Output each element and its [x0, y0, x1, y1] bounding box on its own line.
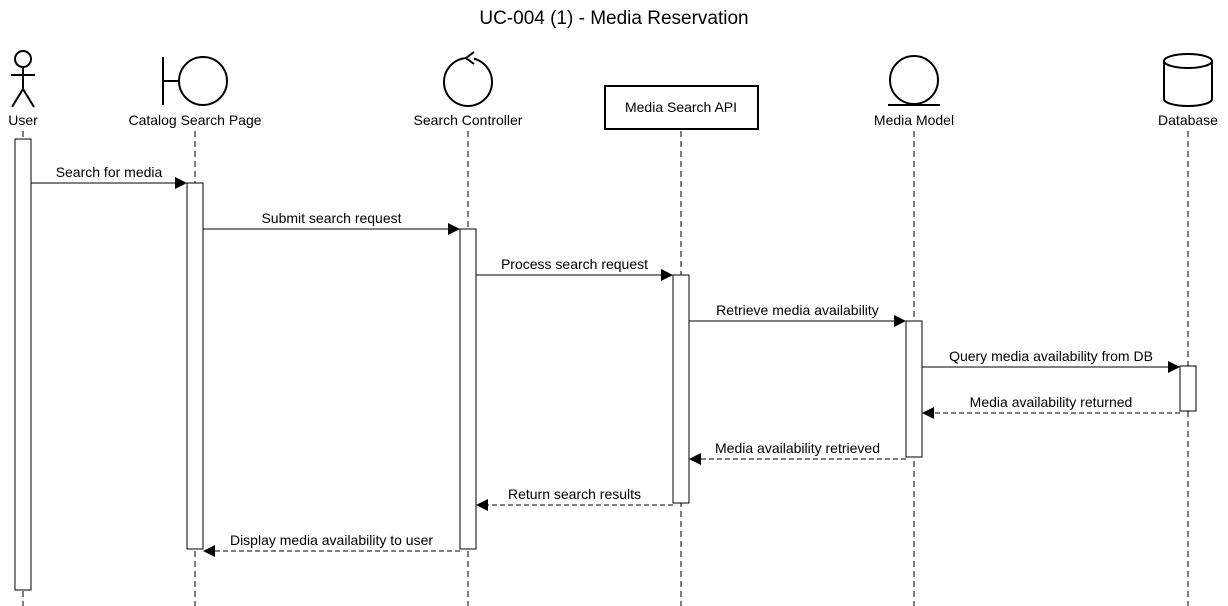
activation-bars — [14, 138, 1197, 591]
control-icon — [443, 51, 493, 107]
message-label: Media availability retrieved — [715, 440, 880, 456]
message-2: Submit search request — [203, 210, 460, 235]
message-label: Retrieve media availability — [716, 302, 879, 318]
message-8: Return search results — [476, 486, 673, 511]
diagram-title: UC-004 (1) - Media Reservation — [479, 8, 748, 29]
activation-bar-db — [1179, 365, 1197, 412]
message-4: Retrieve media availability — [689, 302, 906, 327]
message-label: Query media availability from DB — [949, 348, 1153, 364]
arrowhead-icon — [476, 499, 488, 511]
user-actor-icon — [11, 50, 35, 108]
message-label: Submit search request — [261, 210, 401, 226]
message-5: Query media availability from DB — [922, 348, 1180, 373]
arrowhead-icon — [175, 177, 187, 189]
participants: User Catalog Search Page Search Controll… — [8, 50, 1218, 130]
message-label: Search for media — [56, 164, 163, 180]
message-7: Media availability retrieved — [689, 440, 906, 465]
message-label: Display media availability to user — [230, 532, 433, 548]
message-3: Process search request — [476, 256, 673, 281]
arrowhead-icon — [1168, 361, 1180, 373]
entity-icon — [888, 55, 940, 106]
participant-label-catalog-search-page: Catalog Search Page — [128, 112, 261, 128]
activation-bar-model — [905, 320, 923, 458]
arrowhead-icon — [689, 453, 701, 465]
message-1: Search for media — [31, 164, 187, 189]
participant-label-search-controller: Search Controller — [414, 112, 523, 128]
message-label: Process search request — [501, 256, 648, 272]
arrowhead-icon — [661, 269, 673, 281]
message-label: Return search results — [508, 486, 641, 502]
arrowhead-icon — [922, 407, 934, 419]
message-label: Media availability returned — [970, 394, 1133, 410]
participant-label-media-search-api: Media Search API — [625, 99, 737, 115]
activation-bar-page — [186, 182, 204, 550]
message-9: Display media availability to user — [203, 532, 460, 557]
activation-bar-api — [672, 274, 690, 504]
participant-box — [604, 85, 759, 130]
arrowhead-icon — [203, 545, 215, 557]
arrowhead-icon — [894, 315, 906, 327]
participant-label-user: User — [8, 112, 38, 128]
activation-bar-ctrl — [459, 228, 477, 550]
message-6: Media availability returned — [922, 394, 1180, 419]
participant-label-database: Database — [1158, 112, 1218, 128]
boundary-icon — [162, 56, 228, 106]
activation-bar-user — [14, 138, 32, 591]
database-icon — [1163, 53, 1213, 107]
arrowhead-icon — [448, 223, 460, 235]
participant-label-media-model: Media Model — [874, 112, 954, 128]
